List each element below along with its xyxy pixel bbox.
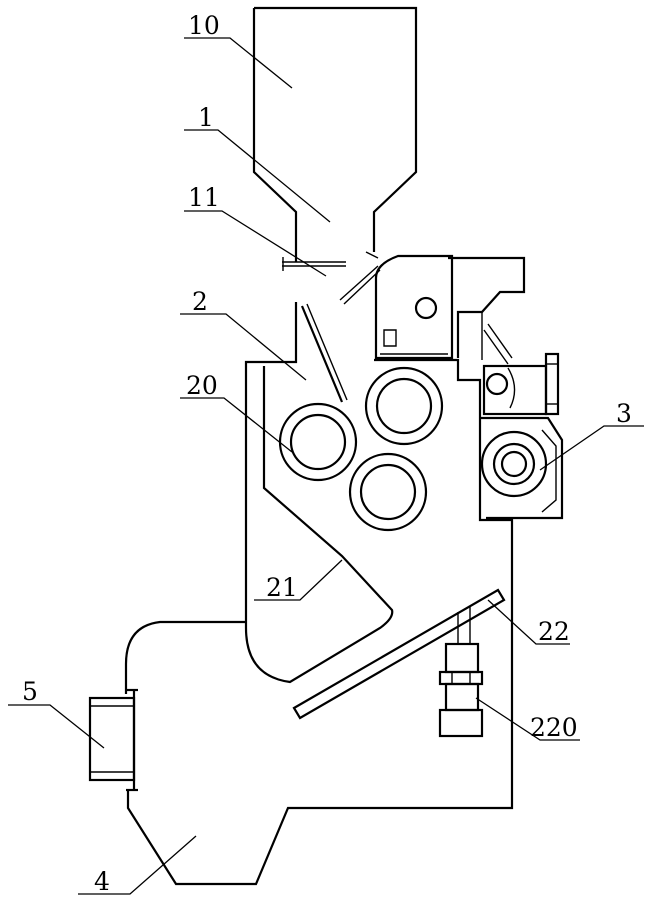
label-3: 3 [616, 399, 632, 428]
lower-housing-4 [126, 622, 246, 694]
discharge-port-5 [90, 690, 138, 790]
deflector-plate [302, 304, 347, 402]
label-21: 21 [266, 573, 298, 602]
label-22: 22 [538, 617, 570, 646]
label-220: 220 [530, 713, 578, 742]
label-4: 4 [94, 867, 110, 896]
label-5: 5 [22, 677, 38, 706]
upper-drive-box [376, 256, 524, 364]
roller-assembly-3 [480, 418, 562, 518]
roller-group-20 [280, 368, 442, 530]
label-20: 20 [186, 371, 218, 400]
leader-lines [8, 38, 644, 894]
hopper-outline [254, 8, 416, 262]
mid-drive [484, 354, 558, 414]
inner-chute-21 [246, 366, 392, 682]
label-10: 10 [188, 11, 220, 40]
label-1: 1 [198, 103, 214, 132]
inclined-screen-22 [294, 590, 504, 718]
label-11: 11 [188, 183, 220, 212]
label-2: 2 [192, 287, 208, 316]
